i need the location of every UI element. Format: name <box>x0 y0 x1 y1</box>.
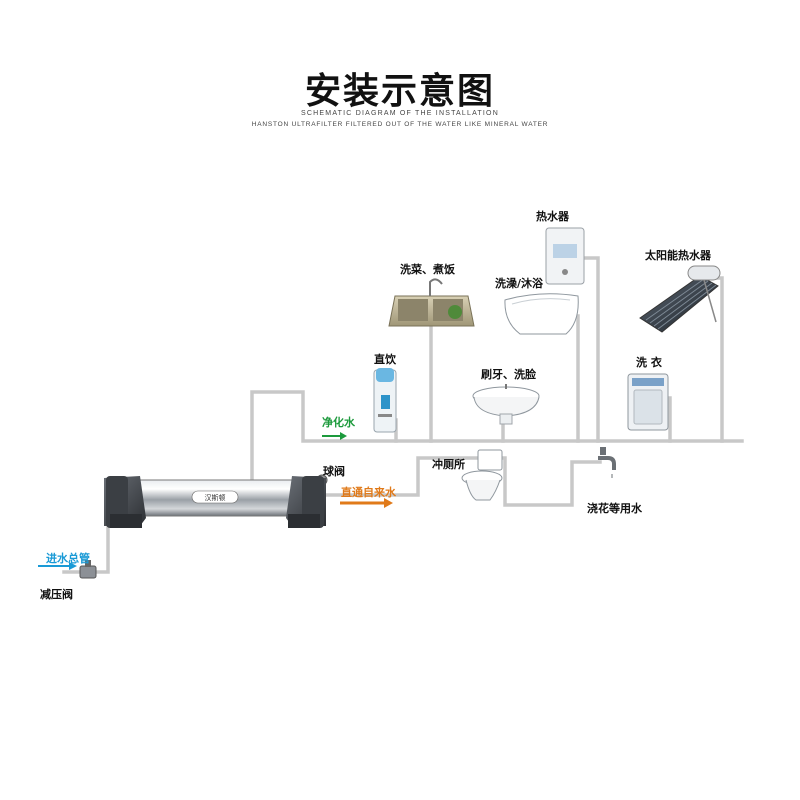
subtitle-line-2: HANSTON ULTRAFILTER FILTERED OUT OF THE … <box>251 121 549 128</box>
inlet-flow-arrow <box>38 562 77 570</box>
purified-flow-arrow <box>322 432 347 440</box>
label-washer: 洗 衣 <box>636 356 662 369</box>
inlet-pipe <box>62 513 110 574</box>
label-ball-valve: 球阀 <box>323 465 345 478</box>
label-solar-heater: 太阳能热水器 <box>645 249 711 262</box>
toilet-icon <box>461 449 503 501</box>
water-dispenser-icon <box>373 368 397 433</box>
label-purified-water: 净化水 <box>322 416 355 429</box>
water-heater-icon <box>545 227 585 285</box>
wash-basin-icon <box>472 384 540 425</box>
tap-flow-arrow <box>340 498 393 508</box>
page-title: 安装示意图 <box>304 71 495 112</box>
heater-riser-pipe <box>583 256 600 443</box>
label-kitchen: 洗菜、煮饭 <box>400 263 455 276</box>
tap-water-pipe <box>324 456 602 507</box>
ultrafilter-unit: 汉斯顿 <box>104 476 326 528</box>
bathtub-icon <box>504 293 579 335</box>
washing-machine-icon <box>627 373 669 431</box>
label-garden: 浇花等用水 <box>587 502 642 515</box>
solar-riser-pipe <box>704 276 724 443</box>
label-tap-water: 直通自来水 <box>341 486 396 499</box>
purified-water-pipe <box>250 390 744 480</box>
label-bath: 洗澡/沐浴 <box>495 277 544 290</box>
label-drinking: 直饮 <box>374 353 396 366</box>
pressure-valve-icon <box>79 560 97 579</box>
subtitle-line-1: SCHEMATIC DIAGRAM OF THE INSTALLATION <box>301 110 499 117</box>
label-inlet: 进水总管 <box>46 552 90 565</box>
kitchen-sink-icon <box>388 278 475 327</box>
solar-heater-icon <box>639 265 721 333</box>
product-badge: 汉斯顿 <box>205 493 226 502</box>
label-water-heater: 热水器 <box>536 210 569 223</box>
label-toilet: 冲厕所 <box>432 458 465 471</box>
label-basin: 刷牙、洗脸 <box>481 368 536 381</box>
label-pressure-valve: 减压阀 <box>40 588 73 601</box>
garden-faucet-icon <box>598 447 616 478</box>
